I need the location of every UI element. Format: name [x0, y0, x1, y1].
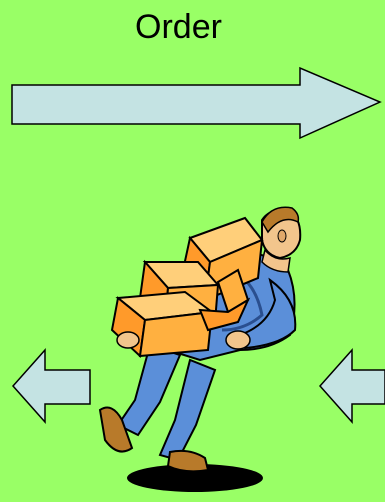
order-title: Order: [0, 8, 371, 47]
